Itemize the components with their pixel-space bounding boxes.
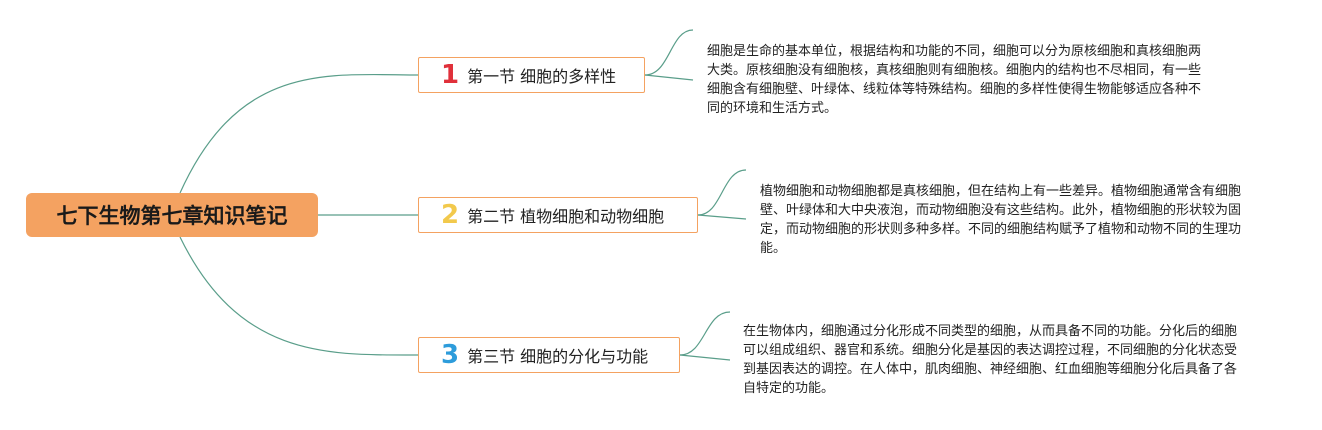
section-2-description: 植物细胞和动物细胞都是真核细胞，但在结构上有一些差异。植物细胞通常含有细胞壁、叶… [760,184,1242,256]
section-title-1: 第一节 细胞的多样性 [467,67,617,86]
connector-section-1-desc [644,29,694,76]
section-title-3: 第三节 细胞的分化与功能 [467,347,649,366]
section-node-2[interactable]: 2 第二节 植物细胞和动物细胞 [418,197,698,233]
connector-root-section-1 [179,73,421,194]
section-number-1: 1 [441,60,460,90]
connector-section-3-desc [679,311,731,356]
connector-section-2-desc [697,169,747,216]
section-node-1[interactable]: 1 第一节 细胞的多样性 [418,57,645,93]
root-title: 七下生物第七章知识笔记 [56,204,288,228]
section-number-3: 3 [441,340,460,370]
section-title-2: 第二节 植物细胞和动物细胞 [467,207,665,226]
section-number-2: 2 [441,200,460,230]
section-3-description: 在生物体内，细胞通过分化形成不同类型的细胞，从而具备不同的功能。分化后的细胞可以… [743,324,1238,396]
section-1-description: 细胞是生命的基本单位，根据结构和功能的不同，细胞可以分为原核细胞和真核细胞两大类… [707,44,1202,116]
section-node-3[interactable]: 3 第三节 细胞的分化与功能 [418,337,680,373]
connector-root-section-3 [179,236,421,356]
root-node[interactable]: 七下生物第七章知识笔记 [26,193,318,237]
